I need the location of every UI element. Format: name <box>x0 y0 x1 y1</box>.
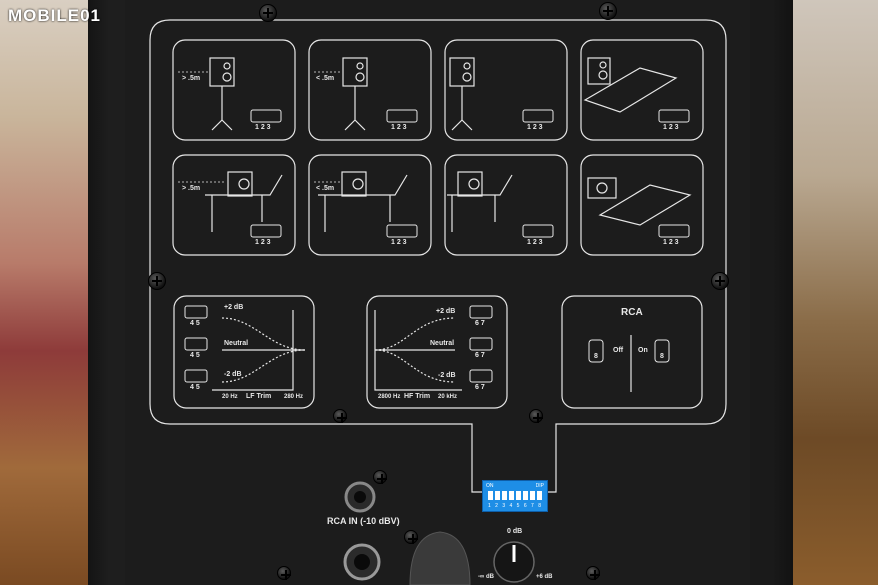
hf-freq-high: 20 kHz <box>438 394 458 400</box>
distance-label: < .5m <box>316 185 335 192</box>
dip-numbers: 1 2 3 <box>255 239 271 246</box>
rca-dip-number: 8 <box>594 353 598 360</box>
rca-title: RCA <box>621 307 643 318</box>
lf-dip-numbers: 4 5 <box>190 320 200 327</box>
dip-on-label: ON <box>486 483 494 489</box>
screw <box>333 409 347 423</box>
screw <box>404 530 418 544</box>
knob-right-label: +6 dB <box>536 574 553 580</box>
lf-dip-numbers: 4 5 <box>190 384 200 391</box>
dip-numbers: 1 2 3 <box>527 124 543 131</box>
hf-neutral-label: Neutral <box>430 340 455 347</box>
dip-switch-8[interactable] <box>537 491 542 500</box>
rca-off-label: Off <box>613 347 624 354</box>
scenario-box <box>580 39 704 141</box>
distance-label: > .5m <box>182 185 201 192</box>
dip-switch-2[interactable] <box>495 491 500 500</box>
dip-switch-1[interactable] <box>488 491 493 500</box>
screw <box>586 566 600 580</box>
dip-numbers: 1 2 3 <box>663 124 679 131</box>
screw <box>711 272 729 290</box>
rca-input-label: RCA IN (-10 dBV) <box>327 516 400 526</box>
dip-switch-7[interactable] <box>530 491 535 500</box>
hf-dip-numbers: 6 7 <box>475 384 485 391</box>
rca-on-label: On <box>638 347 648 354</box>
distance-label: > .5m <box>182 75 201 82</box>
dip-switch-bank[interactable]: ON DIP 1 2 3 4 5 6 7 8 <box>482 480 548 512</box>
dip-switch-3[interactable] <box>502 491 507 500</box>
lf-trim-box <box>173 295 315 409</box>
dip-switch-5[interactable] <box>516 491 521 500</box>
scenario-box <box>444 39 568 141</box>
dip-switch-6[interactable] <box>523 491 528 500</box>
scenario-box <box>444 154 568 256</box>
screw <box>259 4 277 22</box>
dip-numbers: 1 2 3 4 5 6 7 8 <box>488 503 543 509</box>
hf-plus-label: +2 dB <box>436 308 456 315</box>
dip-numbers: 1 2 3 <box>255 124 271 131</box>
scenario-box <box>580 154 704 256</box>
screw <box>599 2 617 20</box>
panel-outline <box>149 19 727 493</box>
watermark-logo: MOBILE01 <box>8 6 102 25</box>
hf-trim-box <box>366 295 508 409</box>
xlr-connector <box>409 531 471 585</box>
dip-numbers: 1 2 3 <box>391 239 407 246</box>
hf-dip-numbers: 6 7 <box>475 320 485 327</box>
background-right <box>788 0 878 585</box>
screw <box>148 272 166 290</box>
rca-box <box>561 295 703 409</box>
hf-freq-low: 2800 Hz <box>378 394 401 400</box>
hf-trim-title: HF Trim <box>404 393 431 400</box>
knob-left-label: -∞ dB <box>478 574 494 580</box>
lf-freq-high: 280 Hz <box>284 394 304 400</box>
scenario-box <box>172 39 296 141</box>
distance-label: < .5m <box>316 75 335 82</box>
hf-dip-numbers: 6 7 <box>475 352 485 359</box>
lf-minus-label: -2 dB <box>224 371 242 378</box>
dip-dip-label: DIP <box>535 483 544 489</box>
knob-top-label: 0 dB <box>507 528 523 535</box>
scenario-box <box>172 154 296 256</box>
screw <box>529 409 543 423</box>
hf-minus-label: -2 dB <box>438 372 456 379</box>
rear-panel <box>125 0 750 585</box>
screw <box>277 566 291 580</box>
rca-dip-number: 8 <box>660 353 664 360</box>
scenario-box <box>308 154 432 256</box>
screw <box>373 470 387 484</box>
scenario-box <box>308 39 432 141</box>
lf-neutral-label: Neutral <box>224 340 249 347</box>
dip-numbers: 1 2 3 <box>391 124 407 131</box>
lf-trim-title: LF Trim <box>246 393 272 400</box>
lf-plus-label: +2 dB <box>224 304 244 311</box>
dip-numbers: 1 2 3 <box>663 239 679 246</box>
dip-numbers: 1 2 3 <box>527 239 543 246</box>
lf-dip-numbers: 4 5 <box>190 352 200 359</box>
dip-switch-4[interactable] <box>509 491 514 500</box>
lf-freq-low: 20 Hz <box>222 394 238 400</box>
